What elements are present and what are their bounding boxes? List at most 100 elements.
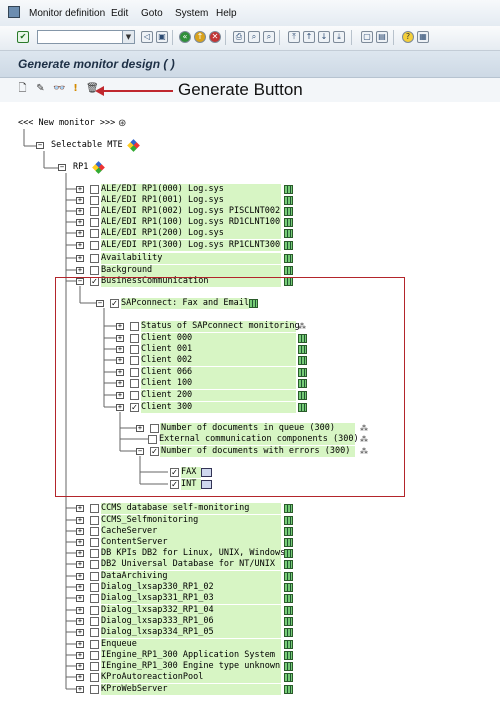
cancel-icon[interactable]: ✕	[209, 31, 221, 43]
tree-node-background[interactable]: +Background	[76, 265, 496, 276]
checkbox[interactable]	[130, 379, 139, 388]
system-menu-icon[interactable]	[8, 6, 20, 18]
expand-icon[interactable]: +	[116, 345, 124, 353]
back-icon[interactable]: «	[179, 31, 191, 43]
expand-icon[interactable]: +	[116, 368, 124, 376]
expand-icon[interactable]: +	[76, 651, 84, 659]
prev-page-icon[interactable]: ↑	[303, 31, 315, 43]
save-icon[interactable]: ▣	[156, 31, 168, 43]
tree-node-mte[interactable]: +DB2 Universal Database for NT/UNIX	[76, 559, 496, 570]
tree-node-mte[interactable]: +ContentServer	[76, 537, 496, 548]
expand-icon[interactable]: +	[76, 241, 84, 249]
tree-node-availability[interactable]: +Availability	[76, 253, 496, 264]
last-page-icon[interactable]: ⤓	[333, 31, 345, 43]
checkbox[interactable]	[90, 583, 99, 592]
checkbox[interactable]	[90, 218, 99, 227]
expand-icon[interactable]: +	[76, 617, 84, 625]
checkbox[interactable]: ✓	[150, 447, 159, 456]
expand-icon[interactable]: +	[76, 266, 84, 274]
tree-node-client300-child[interactable]: External communication components (300)⁂	[148, 434, 500, 445]
tree-node-sapconnect-child[interactable]: +Client 002	[116, 355, 500, 366]
expand-icon[interactable]: +	[76, 628, 84, 636]
tree-node-ale-edi[interactable]: +ALE/EDI RP1(001) Log.sys	[76, 195, 496, 206]
checkbox[interactable]	[90, 254, 99, 263]
expand-icon[interactable]: +	[136, 424, 144, 432]
tree-node-ale-edi[interactable]: +ALE/EDI RP1(300) Log.sys RP1CLNT300	[76, 240, 496, 251]
checkbox[interactable]	[150, 424, 159, 433]
tree-node-sapconnect-child[interactable]: +Client 066	[116, 367, 500, 378]
tree-node-mte[interactable]: +Dialog_lxsap334_RP1_05	[76, 627, 496, 638]
menu-edit[interactable]: Edit	[111, 8, 129, 19]
tree-node-client300-child[interactable]: −✓Number of documents with errors (300)⁂	[136, 446, 500, 457]
expand-icon[interactable]: +	[76, 673, 84, 681]
generate-icon[interactable]: !	[73, 83, 78, 94]
expand-icon[interactable]: +	[76, 606, 84, 614]
expand-icon[interactable]: +	[76, 218, 84, 226]
expand-icon[interactable]: +	[76, 538, 84, 546]
expand-icon[interactable]: +	[76, 254, 84, 262]
find-next-icon[interactable]: ⌕	[263, 31, 275, 43]
print-icon[interactable]: ⎙	[233, 31, 245, 43]
checkbox[interactable]	[148, 435, 157, 444]
tree-node-sapconnect-child[interactable]: +✓Client 300	[116, 402, 500, 413]
tree-node-system-rp1[interactable]: − RP1	[58, 161, 108, 174]
tree-node-sapconnect[interactable]: −✓SAPconnect: Fax and Email	[96, 298, 500, 309]
tree-node-ale-edi[interactable]: +ALE/EDI RP1(100) Log.sys RD1CLNT100	[76, 217, 496, 228]
next-page-icon[interactable]: ↓	[318, 31, 330, 43]
checkbox[interactable]	[130, 368, 139, 377]
shortcut-icon[interactable]: ▤	[376, 31, 388, 43]
checkbox[interactable]	[90, 617, 99, 626]
tree-node-mte[interactable]: +IEngine_RP1_300 Application System	[76, 650, 496, 661]
tree-node-client300-child[interactable]: +Number of documents in queue (300)⁂	[136, 423, 500, 434]
checkbox[interactable]	[90, 640, 99, 649]
menu-monitor-definition[interactable]: Monitor definition	[29, 8, 106, 19]
tree-node-mte[interactable]: +Enqueue	[76, 639, 496, 650]
tree-node-ale-edi[interactable]: +ALE/EDI RP1(000) Log.sys	[76, 184, 496, 195]
expand-icon[interactable]: +	[116, 379, 124, 387]
expand-icon[interactable]: +	[116, 334, 124, 342]
checkbox[interactable]	[90, 606, 99, 615]
expand-icon[interactable]: +	[76, 583, 84, 591]
tree-node-mte[interactable]: +DB KPIs DB2 for Linux, UNIX, Windows	[76, 548, 496, 559]
tree-node-business-communication[interactable]: −✓BusinessCommunication	[76, 276, 496, 287]
menu-system[interactable]: System	[175, 8, 209, 19]
checkbox[interactable]: ✓	[170, 468, 179, 477]
expand-icon[interactable]: +	[116, 391, 124, 399]
expand-icon[interactable]: +	[116, 322, 124, 330]
checkbox[interactable]	[90, 207, 99, 216]
menu-goto[interactable]: Goto	[141, 8, 163, 19]
tree-node-sapconnect-child[interactable]: +Status of SAPconnect monitoring⁂	[116, 321, 500, 332]
change-icon[interactable]: ✎	[36, 83, 45, 94]
checkbox[interactable]	[90, 527, 99, 536]
expand-icon[interactable]: +	[76, 504, 84, 512]
layout-icon[interactable]: ▦	[417, 31, 429, 43]
collapse-icon[interactable]: −	[136, 447, 144, 455]
expand-icon[interactable]: +	[76, 185, 84, 193]
expand-icon[interactable]: +	[76, 516, 84, 524]
checkbox[interactable]	[130, 391, 139, 400]
collapse-icon[interactable]: −	[36, 141, 44, 149]
enter-icon[interactable]: ✔	[17, 31, 29, 43]
tree-node-mte[interactable]: +Dialog_lxsap332_RP1_04	[76, 605, 496, 616]
checkbox[interactable]	[90, 685, 99, 694]
new-session-icon[interactable]: ▢	[361, 31, 373, 43]
tree-node-mte[interactable]: +DataArchiving	[76, 571, 496, 582]
arrow-left-icon[interactable]: ◁	[141, 31, 153, 43]
checkbox[interactable]	[130, 356, 139, 365]
tree-root-node[interactable]: <<< New monitor >>> ⊛	[18, 118, 138, 129]
checkbox[interactable]	[90, 538, 99, 547]
checkbox[interactable]	[90, 572, 99, 581]
checkbox[interactable]	[90, 651, 99, 660]
checkbox[interactable]	[90, 229, 99, 238]
checkbox[interactable]	[130, 345, 139, 354]
tree-node-mte[interactable]: +Dialog_lxsap330_RP1_02	[76, 582, 496, 593]
tree-node-selectable-mte[interactable]: − Selectable MTE	[36, 139, 146, 152]
checkbox[interactable]	[90, 516, 99, 525]
display-icon[interactable]: 👓	[53, 83, 66, 94]
delete-icon[interactable]: 🗑	[86, 83, 99, 94]
tree-node-sapconnect-child[interactable]: +Client 100	[116, 378, 500, 389]
tree-node-mte[interactable]: +CacheServer	[76, 526, 496, 537]
checkbox[interactable]	[90, 594, 99, 603]
expand-icon[interactable]: +	[76, 196, 84, 204]
checkbox[interactable]	[90, 560, 99, 569]
